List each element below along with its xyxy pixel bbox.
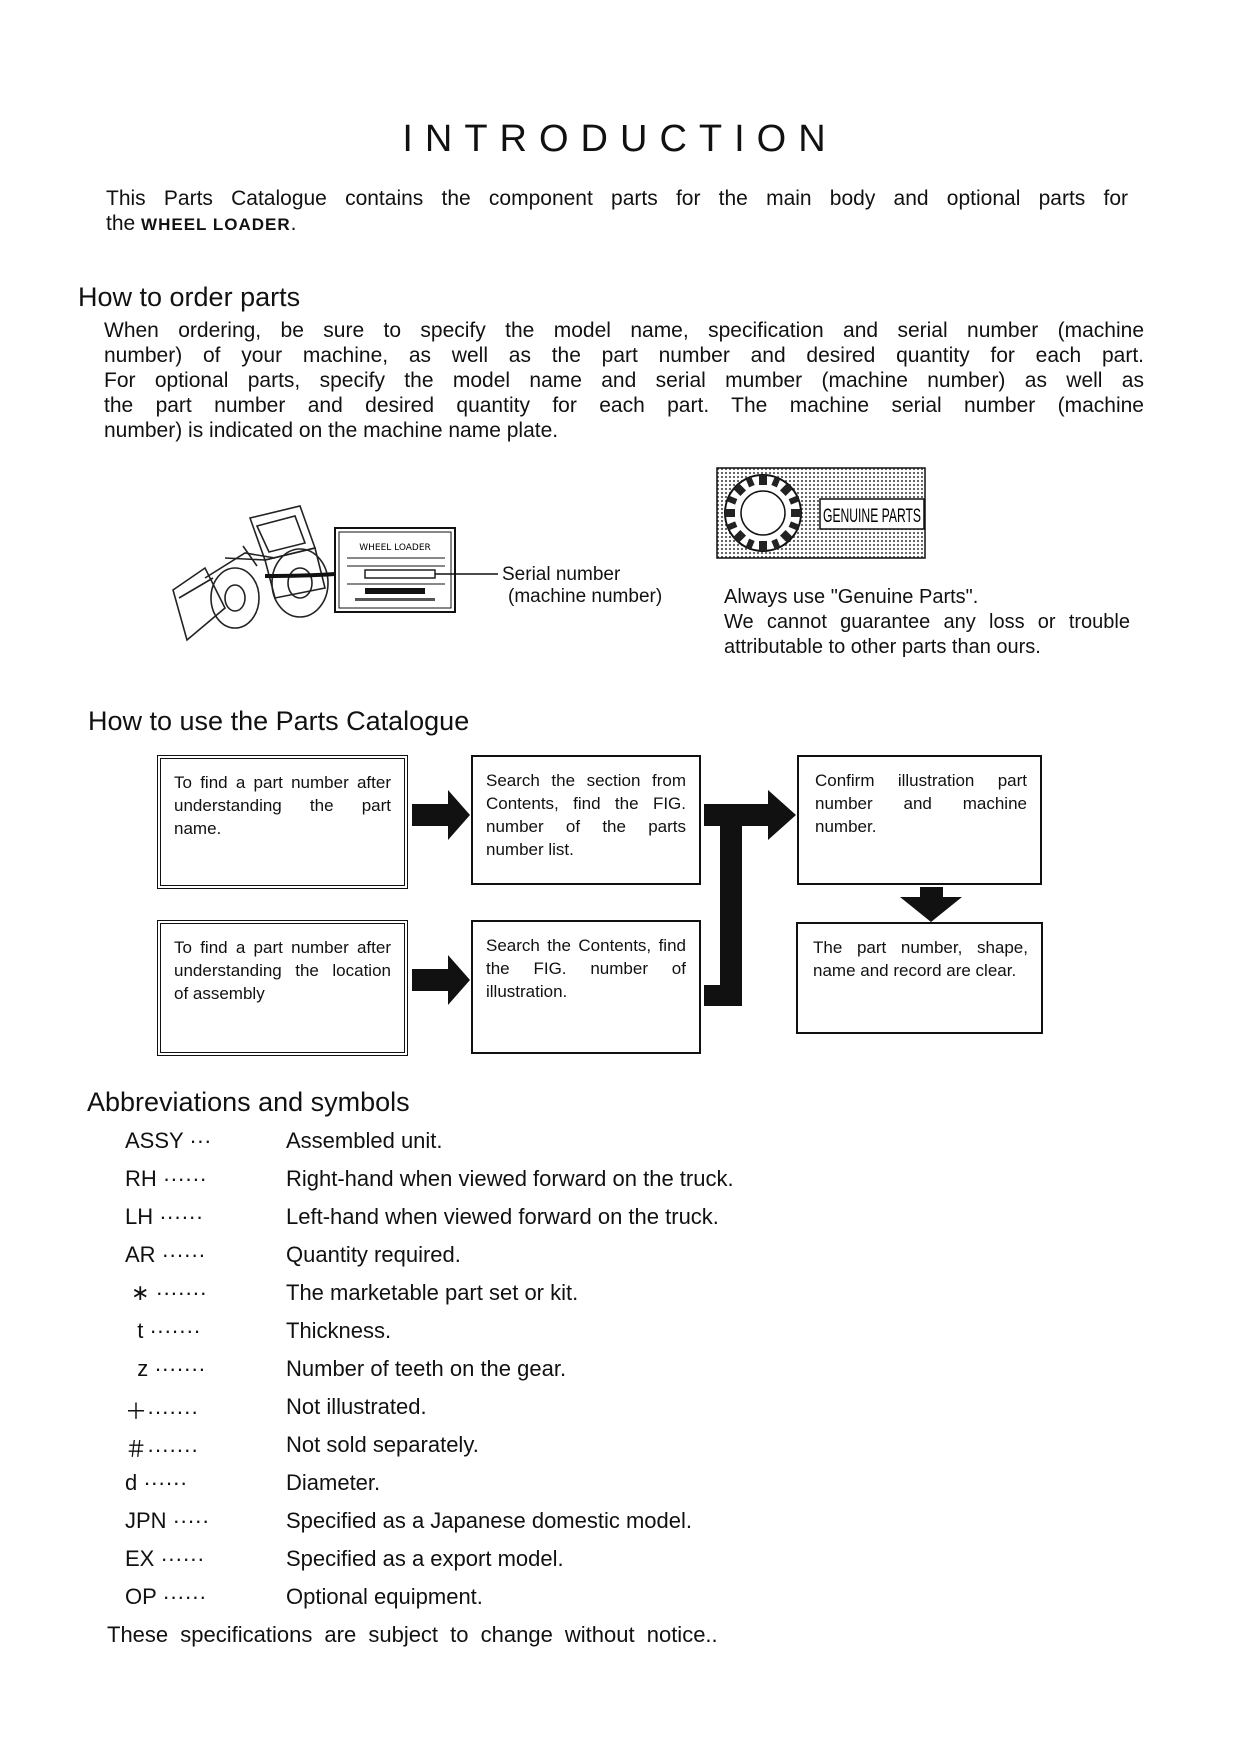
flow-box-text: Confirm illustration part number and mac… <box>815 771 1027 836</box>
serial-label-line: Serial number <box>502 564 621 585</box>
abbreviation-symbol: d ······ <box>125 1470 188 1495</box>
abbreviation-definition: Specified as a export model. <box>286 1546 564 1571</box>
intro-period: . <box>290 212 297 235</box>
abbreviation-symbol: LH ······ <box>125 1204 204 1229</box>
abbreviation-symbol: ASSY ··· <box>125 1128 212 1153</box>
flow-box-text: Search the section from Contents, find t… <box>486 771 686 859</box>
wheel-loader-illustration: WHEEL LOADER <box>172 505 498 642</box>
order-line: For optional parts, specify the model na… <box>104 369 1144 392</box>
arrow-down-icon <box>900 887 962 922</box>
order-line: number) of your machine, as well as the … <box>104 344 1144 367</box>
section-heading-catalogue: How to use the Parts Catalogue <box>88 706 470 736</box>
abbreviation-symbol: ＋······· <box>125 1399 199 1424</box>
abbreviation-symbol: z ······· <box>125 1356 206 1381</box>
abbreviation-definition: Diameter. <box>286 1470 381 1495</box>
abbreviation-definition: Not sold separately. <box>286 1432 479 1457</box>
section-heading-order: How to order parts <box>78 282 301 312</box>
serial-number-label: Serial number (machine number) <box>502 564 662 608</box>
intro-the: the <box>106 212 136 235</box>
flow-box-text: To find a part number after understandin… <box>174 938 391 1003</box>
abbreviation-definition: Right-hand when viewed forward on the tr… <box>286 1166 734 1191</box>
footer-note: These specifications are subject to chan… <box>107 1622 718 1647</box>
abbreviation-symbol: RH ······ <box>125 1166 207 1191</box>
order-line: When ordering, be sure to specify the mo… <box>104 319 1144 342</box>
intro-line-2: the WHEEL LOADER. <box>106 211 1128 237</box>
serial-label-line: (machine number) <box>508 586 663 607</box>
abbreviation-symbol: AR ······ <box>125 1242 206 1267</box>
flow-box-text: The part number, shape, name and record … <box>813 938 1028 980</box>
intro-line: This Parts Catalogue contains the compon… <box>106 187 1128 210</box>
order-line: the part number and desired quantity for… <box>104 394 1144 417</box>
order-line: number) is indicated on the machine name… <box>104 419 559 442</box>
abbreviation-symbol: ＃······· <box>125 1437 199 1462</box>
flow-box-result: The part number, shape, name and record … <box>796 922 1043 1034</box>
flow-box-location: To find a part number after understandin… <box>157 920 408 1056</box>
abbreviation-definition: The marketable part set or kit. <box>286 1280 579 1305</box>
arrow-right-icon <box>412 790 470 840</box>
abbreviation-symbol: t ······· <box>125 1318 201 1343</box>
page-title: INTRODUCTION <box>402 118 838 160</box>
abbreviation-definition: Left-hand when viewed forward on the tru… <box>286 1204 719 1229</box>
abbreviation-symbol: EX ······ <box>125 1546 205 1571</box>
genuine-parts-note: Always use "Genuine Parts". We cannot gu… <box>724 585 1130 660</box>
intro-paragraph: This Parts Catalogue contains the compon… <box>106 186 1128 237</box>
abbreviation-definition: Specified as a Japanese domestic model. <box>286 1508 693 1533</box>
abbreviation-symbol: ∗ ······· <box>125 1280 207 1305</box>
flow-box-confirm: Confirm illustration part number and mac… <box>797 755 1042 885</box>
flow-box-text: Search the Contents, find the FIG. numbe… <box>486 936 686 1001</box>
connector-arrow-icon <box>704 790 796 1006</box>
flow-box-text: To find a part number after understandin… <box>174 773 391 838</box>
flow-box-part-name: To find a part number after understandin… <box>157 755 408 889</box>
model-name: WHEEL LOADER <box>141 215 291 234</box>
abbreviation-symbol: OP ······ <box>125 1584 207 1609</box>
genuine-note-line: We cannot guarantee any loss or trouble … <box>724 611 1130 658</box>
logo-text: GENUINE PARTS <box>823 506 921 527</box>
abbreviation-symbol: JPN ····· <box>125 1508 210 1533</box>
section-heading-abbreviations: Abbreviations and symbols <box>87 1087 410 1117</box>
flow-box-search-section: Search the section from Contents, find t… <box>471 755 701 885</box>
abbreviation-definition: Number of teeth on the gear. <box>286 1356 567 1381</box>
abbreviation-definition: Assembled unit. <box>286 1128 443 1153</box>
arrow-right-icon <box>412 955 470 1005</box>
abbreviation-definition: Optional equipment. <box>286 1584 483 1609</box>
flow-box-search-contents: Search the Contents, find the FIG. numbe… <box>471 920 701 1054</box>
abbreviation-definition: Not illustrated. <box>286 1394 427 1419</box>
abbreviation-definition: Thickness. <box>286 1318 392 1343</box>
flow-arrows <box>412 790 962 1006</box>
order-paragraph: When ordering, be sure to specify the mo… <box>104 318 1144 443</box>
genuine-note-line: Always use "Genuine Parts". <box>724 586 979 608</box>
abbreviation-definition: Quantity required. <box>286 1242 461 1267</box>
genuine-parts-logo: GENUINE PARTS <box>716 467 926 559</box>
abbreviation-list: ASSY ··· Assembled unit. RH ······ Right-h… <box>0 1128 1240 1609</box>
plate-text: WHEEL LOADER <box>359 543 431 553</box>
